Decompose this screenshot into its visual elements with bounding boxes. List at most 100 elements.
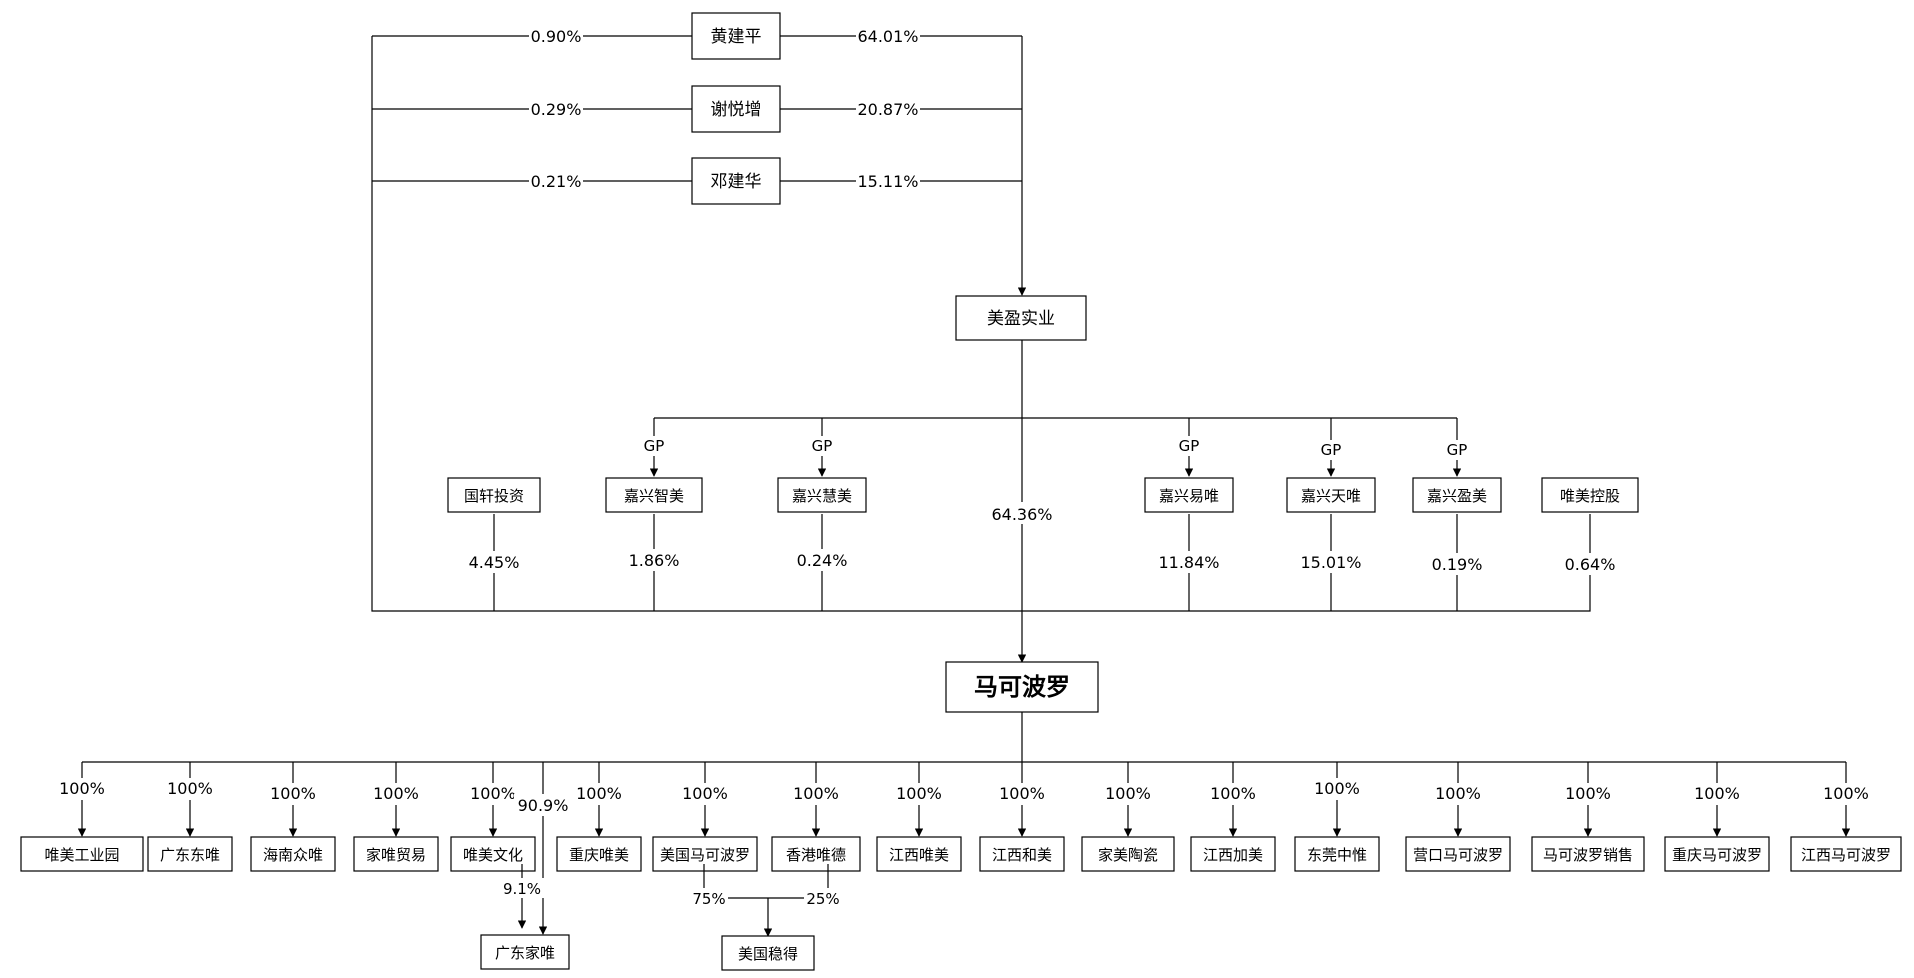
subsidiary-pct: 100% bbox=[793, 784, 839, 803]
subsidiary-pct: 100% bbox=[1565, 784, 1611, 803]
meiying-direct-pct: 64.36% bbox=[991, 505, 1052, 524]
top-pct-labels: 0.90% 0.29% 0.21% 64.01% 20.87% 15.11% bbox=[529, 26, 920, 191]
holder-weimei-holdings: 唯美控股 bbox=[1541, 477, 1639, 513]
wende-us-pct: 75% bbox=[692, 890, 725, 908]
subsidiary-node: 家唯贸易 bbox=[353, 836, 439, 872]
pct-label: 64.01% bbox=[857, 27, 918, 46]
subsidiary-pct: 100% bbox=[1435, 784, 1481, 803]
subsidiary-pct: 100% bbox=[167, 779, 213, 798]
mid-pct: 15.01% bbox=[1300, 553, 1361, 572]
subsidiary-lines bbox=[82, 712, 1846, 763]
holder-name: 黄建平 bbox=[711, 27, 762, 47]
guangdong-jiawei-links: 90.9% 9.1% 广东家唯 bbox=[480, 762, 572, 970]
subsidiary-name: 马可波罗销售 bbox=[1543, 846, 1633, 864]
mid-holder-name: 唯美控股 bbox=[1560, 487, 1620, 505]
gp-label: GP bbox=[1179, 437, 1200, 455]
holder-name: 邓建华 bbox=[711, 172, 762, 192]
gp-label: GP bbox=[644, 437, 665, 455]
holder-xieyuezeng: 谢悦增 bbox=[691, 85, 781, 133]
holder-dengjianhua: 邓建华 bbox=[691, 157, 781, 205]
main-company-node: 马可波罗 bbox=[945, 661, 1099, 713]
subsidiary-node: 江西和美 bbox=[979, 836, 1065, 872]
holder-jiaxing-yiwei: 嘉兴易唯 bbox=[1144, 477, 1234, 513]
subsidiary-name: 家唯贸易 bbox=[366, 846, 426, 864]
subsidiary-pct: 100% bbox=[270, 784, 316, 803]
mid-pct: 0.19% bbox=[1432, 555, 1483, 574]
mid-holder-name: 嘉兴易唯 bbox=[1159, 487, 1219, 505]
mid-holders: 国轩投资 嘉兴智美 嘉兴慧美 嘉兴易唯 嘉兴天唯 嘉兴盈美 唯美控股 4.45% bbox=[447, 477, 1639, 611]
subsidiary-node: 唯美文化 bbox=[450, 836, 536, 872]
subsidiary-node: 香港唯德 bbox=[771, 836, 861, 872]
subsidiary-pct: 100% bbox=[1694, 784, 1740, 803]
subsidiary-name: 香港唯德 bbox=[786, 846, 846, 864]
main-company-name: 马可波罗 bbox=[974, 673, 1070, 701]
holder-jiaxing-tianwei: 嘉兴天唯 bbox=[1286, 477, 1376, 513]
subsidiary-pct: 100% bbox=[470, 784, 516, 803]
us-wende-node: 美国稳得 bbox=[721, 935, 815, 971]
subsidiary-pct: 100% bbox=[59, 779, 105, 798]
subsidiary-node: 江西马可波罗 bbox=[1790, 836, 1902, 872]
subsidiary-name: 江西马可波罗 bbox=[1801, 846, 1891, 864]
us-wende-links: 75% 25% 美国稳得 bbox=[690, 864, 842, 971]
subsidiary-node: 海南众唯 bbox=[250, 836, 336, 872]
subsidiary-name: 江西唯美 bbox=[889, 846, 949, 864]
subsidiary-node: 江西加美 bbox=[1190, 836, 1276, 872]
gp-label: GP bbox=[812, 437, 833, 455]
pct-label: 15.11% bbox=[857, 172, 918, 191]
subsidiary-name: 家美陶瓷 bbox=[1098, 846, 1158, 864]
subsidiary-node: 家美陶瓷 bbox=[1081, 836, 1175, 872]
subsidiary-name: 重庆马可波罗 bbox=[1672, 846, 1762, 864]
subsidiary-pct: 100% bbox=[1210, 784, 1256, 803]
meiying-node: 美盈实业 bbox=[955, 295, 1087, 341]
subsidiary-node: 重庆唯美 bbox=[556, 836, 642, 872]
holder-huangjianping: 黄建平 bbox=[691, 12, 781, 60]
guangdong-jiawei-node: 广东家唯 bbox=[480, 934, 570, 970]
subsidiary-node: 重庆马可波罗 bbox=[1664, 836, 1770, 872]
mid-pct: 11.84% bbox=[1158, 553, 1219, 572]
mid-pct: 1.86% bbox=[629, 551, 680, 570]
subsidiary-pct: 100% bbox=[999, 784, 1045, 803]
subsidiary-name: 营口马可波罗 bbox=[1413, 846, 1503, 864]
pct-label: 0.21% bbox=[531, 172, 582, 191]
gp-labels: GP GP GP GP GP bbox=[640, 436, 1471, 460]
meiying-name: 美盈实业 bbox=[987, 309, 1055, 329]
subsidiary-pct: 100% bbox=[576, 784, 622, 803]
mid-holder-name: 嘉兴智美 bbox=[624, 487, 684, 505]
subsidiary-pct: 100% bbox=[1314, 779, 1360, 798]
pct-label: 0.29% bbox=[531, 100, 582, 119]
subsidiary-node: 唯美工业园 bbox=[20, 836, 144, 872]
subsidiary-node: 马可波罗销售 bbox=[1531, 836, 1645, 872]
mid-holder-name: 国轩投资 bbox=[464, 487, 524, 505]
pct-label: 0.90% bbox=[531, 27, 582, 46]
subsidiary-name: 唯美文化 bbox=[463, 846, 523, 864]
jiawei-main-pct: 90.9% bbox=[518, 796, 569, 815]
mid-holder-name: 嘉兴天唯 bbox=[1301, 487, 1361, 505]
holder-jiaxing-yingmei: 嘉兴盈美 bbox=[1412, 477, 1502, 513]
subsidiary-name: 东莞中惟 bbox=[1307, 846, 1367, 864]
holder-jiaxing-huimei: 嘉兴慧美 bbox=[777, 477, 867, 513]
subsidiary-name: 江西和美 bbox=[992, 846, 1052, 864]
pct-label: 20.87% bbox=[857, 100, 918, 119]
holder-name: 谢悦增 bbox=[711, 100, 762, 120]
gp-label: GP bbox=[1321, 441, 1342, 459]
subsidiary-node: 江西唯美 bbox=[876, 836, 962, 872]
subsidiary-node: 营口马可波罗 bbox=[1405, 836, 1511, 872]
subsidiary-name: 美国马可波罗 bbox=[660, 846, 750, 864]
subsidiary-node: 东莞中惟 bbox=[1294, 836, 1380, 872]
gp-label: GP bbox=[1447, 441, 1468, 459]
subsidiary-pct: 100% bbox=[1105, 784, 1151, 803]
subsidiary-pct: 100% bbox=[1823, 784, 1869, 803]
mid-holder-name: 嘉兴盈美 bbox=[1427, 487, 1487, 505]
subsidiary-name: 江西加美 bbox=[1203, 846, 1263, 864]
subsidiary-name: 海南众唯 bbox=[263, 846, 323, 864]
subsidiary-name: 广东东唯 bbox=[160, 846, 220, 864]
holder-jiaxing-zhimei: 嘉兴智美 bbox=[605, 477, 703, 513]
subsidiary-pct: 100% bbox=[682, 784, 728, 803]
mid-pct: 0.24% bbox=[797, 551, 848, 570]
meiying-lines bbox=[649, 340, 1462, 663]
subsidiaries: 100% 唯美工业园 100% 广东东唯 100% 海南众唯 100% 家唯贸易 100% 唯美文… bbox=[20, 762, 1902, 872]
mid-holder-name: 嘉兴慧美 bbox=[792, 487, 852, 505]
mid-pct: 4.45% bbox=[469, 553, 520, 572]
jiawei-culture-pct: 9.1% bbox=[503, 880, 541, 898]
